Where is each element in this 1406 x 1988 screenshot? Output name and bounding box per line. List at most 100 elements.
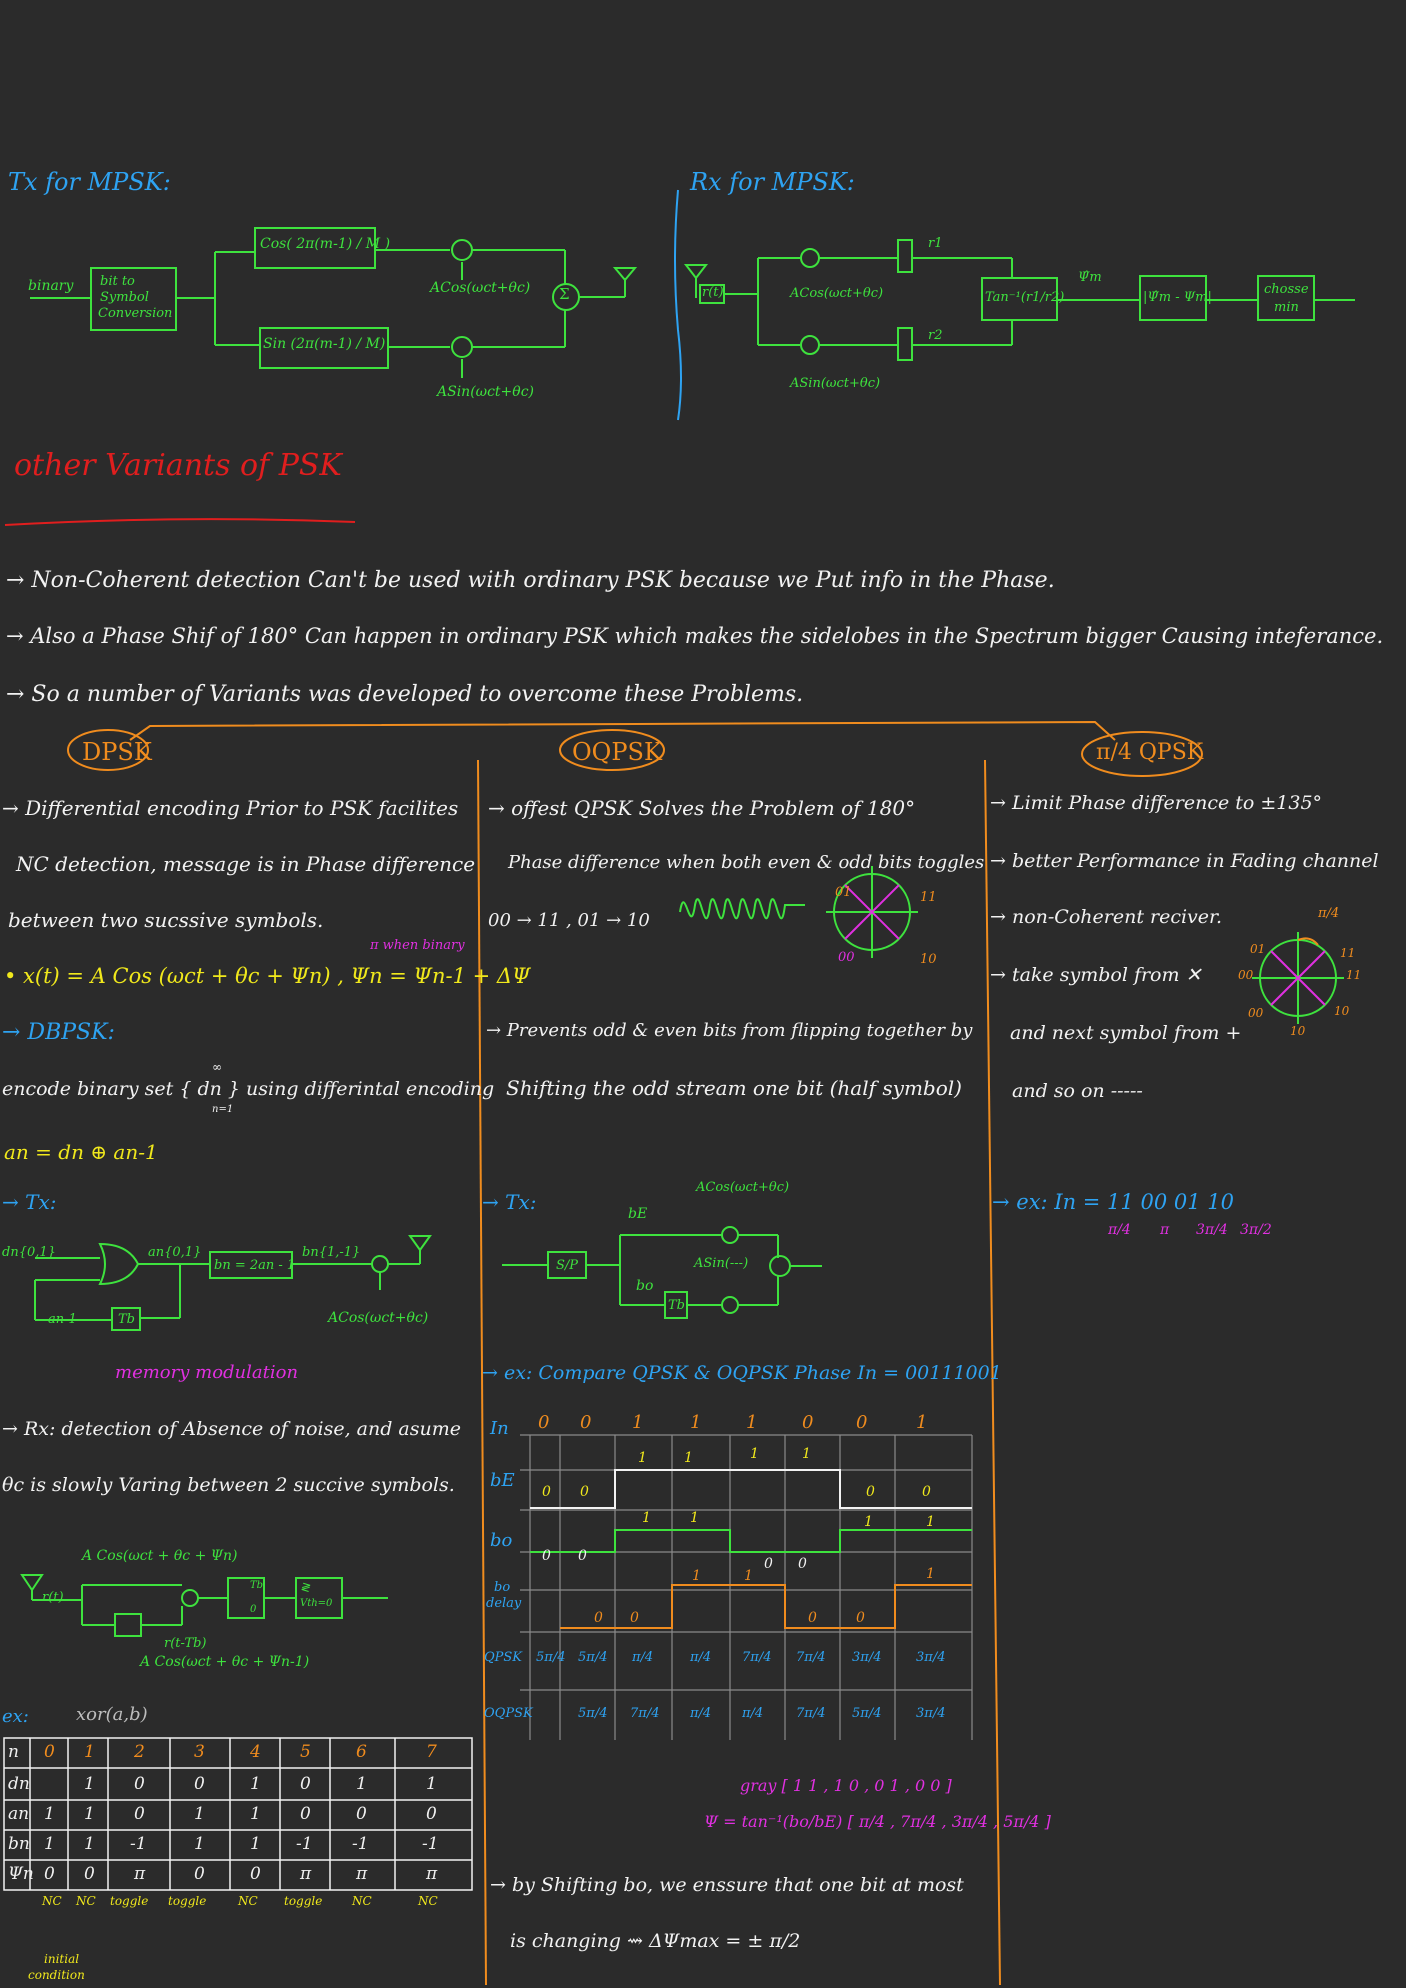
oqpsk-val-6: 3π/4 <box>916 1706 946 1721</box>
qpsk-val-4: 7π/4 <box>742 1650 772 1665</box>
multiplier-cos <box>451 239 473 261</box>
oqpsk-row-In: In <box>490 1418 509 1439</box>
pi4-c11a: 11 <box>1340 946 1356 960</box>
pi4-ex-val-0: π/4 <box>1108 1222 1131 1238</box>
oqpsk-line-5: Shifting the odd stream one bit (half sy… <box>506 1076 962 1100</box>
dpsk-rx-rt: r(t) <box>42 1590 64 1605</box>
qpsk-val-5: 7π/4 <box>796 1650 826 1665</box>
row-head-psi: Ψn <box>8 1864 34 1884</box>
rx-carrier-sin: ASin(ωct+θc) <box>790 376 881 391</box>
dpsk-tx-label: → Tx: <box>2 1190 57 1214</box>
tx-binary-label: binary <box>28 278 74 294</box>
bn-6: -1 <box>352 1834 369 1854</box>
rx-r2-label: r2 <box>928 328 943 343</box>
dpsk-heading: DPSK <box>82 738 152 766</box>
dpsk-tx-diagram <box>34 1235 432 1331</box>
oqpsk-val-5: 5π/4 <box>852 1706 882 1721</box>
bo-bit-0: 0 <box>542 1548 551 1564</box>
intro-line-2: → Also a Phase Shif of 180° Can happen i… <box>6 624 1384 648</box>
qpsk-val-7: 3π/4 <box>916 1650 946 1665</box>
oqpsk-heading: OQPSK <box>572 738 662 766</box>
bn-2: -1 <box>130 1834 147 1854</box>
rx-atan-label: Tan⁻¹(r1/r2) <box>985 290 1065 305</box>
dpsk-tb: Tb <box>118 1312 135 1327</box>
an-7: 0 <box>426 1804 437 1824</box>
dpsk-int-bot: 0 <box>250 1604 257 1615</box>
dpsk-memory-label: memory modulation <box>115 1362 299 1383</box>
bo-bit-1: 0 <box>578 1548 587 1564</box>
xor-table <box>3 1737 473 1891</box>
intro-line-3: → So a number of Variants was developed … <box>6 682 804 707</box>
dpsk-sum-top: ∞ <box>212 1060 222 1074</box>
bodelay-bit-5: 0 <box>856 1610 865 1626</box>
dn-5: 0 <box>300 1774 311 1794</box>
pi4-line-1: → Limit Phase difference to ±135° <box>990 792 1323 814</box>
in-bit-7: 1 <box>916 1412 928 1433</box>
row-head-bn: bn <box>8 1834 30 1854</box>
psi-6: π <box>356 1864 368 1884</box>
note-3: toggle <box>168 1894 207 1908</box>
title-underline <box>4 518 356 526</box>
oqpsk-tx-diagram <box>502 1226 822 1319</box>
dpsk-line-1: → Differential encoding Prior to PSK fac… <box>2 796 459 820</box>
bo-bit-6: 1 <box>864 1514 873 1530</box>
oqpsk-c10: 10 <box>920 952 937 967</box>
be-bit-2: 1 <box>638 1450 647 1466</box>
oqpsk-tb: Tb <box>668 1298 685 1313</box>
pi4-line-2: → better Performance in Fading channel <box>990 850 1379 872</box>
dpsk-equation: • x(t) = A Cos (ωct + θc + Ψn) , Ψn = Ψn… <box>4 964 531 988</box>
an-0: 1 <box>44 1804 55 1824</box>
dn-6: 1 <box>356 1774 367 1794</box>
in-bit-0: 0 <box>538 1412 550 1433</box>
an-6: 0 <box>356 1804 367 1824</box>
bodelay-bit-1: 0 <box>630 1610 639 1626</box>
oqpsk-tx-label: → Tx: <box>482 1190 537 1214</box>
rx-title: Rx for MPSK: <box>690 168 855 196</box>
table-col-0: 0 <box>44 1742 55 1762</box>
psi-3: 0 <box>194 1864 205 1884</box>
pi4-angle: π/4 <box>1318 906 1340 921</box>
oqpsk-line-1: → offest QPSK Solves the Problem of 180° <box>488 796 916 820</box>
abs-block <box>1139 275 1207 321</box>
row-head-dn: dn <box>8 1774 30 1794</box>
dpsk-dec-top: ≷ <box>300 1580 311 1594</box>
table-col-7: 7 <box>426 1742 437 1762</box>
rx-carrier-cos: ACos(ωct+θc) <box>790 286 884 301</box>
dpsk-rx-line-2: θc is slowly Varing between 2 succive sy… <box>2 1474 455 1496</box>
in-bit-4: 1 <box>746 1412 758 1433</box>
oqpsk-c01: 01 <box>835 885 852 900</box>
choose-min-block <box>1257 275 1315 321</box>
be-bit-6: 0 <box>866 1484 875 1500</box>
bodelay-bit-0: 0 <box>594 1610 603 1626</box>
note-0: NC <box>42 1894 62 1908</box>
in-bit-1: 0 <box>580 1412 592 1433</box>
initial-label: initial <box>44 1952 80 1966</box>
dpsk-dec-bot: Vth=0 <box>300 1598 333 1609</box>
pi4-line-3: → non-Coherent reciver. <box>990 906 1223 928</box>
dpsk-an: an{0,1} <box>148 1245 202 1260</box>
qpsk-val-0: 5π/4 <box>536 1650 566 1665</box>
bo-bit-5: 0 <box>798 1556 807 1572</box>
dpsk-int-top: Tb <box>250 1580 264 1591</box>
pi4-cloud <box>1081 731 1203 777</box>
row-head-an: an <box>8 1804 30 1824</box>
psi-2: π <box>134 1864 146 1884</box>
pi4-c00a: 00 <box>1238 968 1254 982</box>
bo-bit-2: 1 <box>642 1510 651 1526</box>
oqpsk-val-4: 7π/4 <box>796 1706 826 1721</box>
oqpsk-psi-map: Ψ = tan⁻¹(bo/bE) [ π/4 , 7π/4 , 3π/4 , 5… <box>704 1812 1051 1831</box>
bo-delay-waveform <box>560 1584 972 1629</box>
rx-choose-1: chosse <box>1264 282 1309 297</box>
bo-bit-4: 0 <box>764 1556 773 1572</box>
be-bit-0: 0 <box>542 1484 551 1500</box>
pi4-c01: 01 <box>1250 942 1266 956</box>
pi4-c00b: 00 <box>1248 1006 1264 1020</box>
dpsk-ex-label: ex: <box>2 1706 29 1727</box>
note-5: toggle <box>284 1894 323 1908</box>
psi-1: 0 <box>84 1864 95 1884</box>
tx-cos-block-label: Cos( 2π(m-1) / M ) <box>260 236 391 252</box>
pi4-c10a: 10 <box>1334 1004 1350 1018</box>
oqpsk-gray-map: gray [ 1 1 , 1 0 , 0 1 , 0 0 ] <box>740 1776 952 1795</box>
oqpsk-val-0: 5π/4 <box>578 1706 608 1721</box>
oqpsk-line-2: Phase difference when both even & odd bi… <box>508 852 985 873</box>
